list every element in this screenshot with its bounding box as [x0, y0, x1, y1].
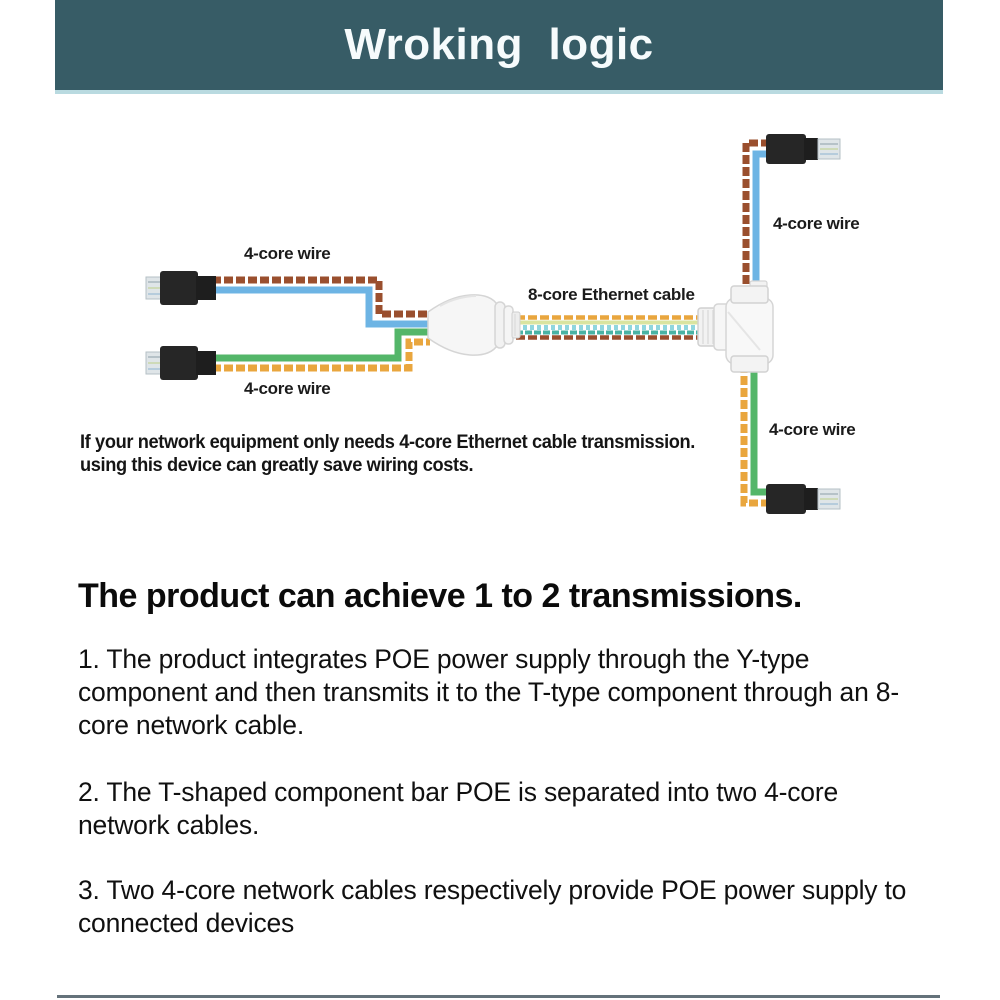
rj45-connector-bottom-right	[766, 484, 841, 514]
y-left-top-wire-pair	[212, 276, 430, 328]
wiring-diagram	[145, 134, 841, 514]
caption-line-2: using this device can greatly save wirin…	[80, 455, 474, 476]
label-8core-cable: 8-core Ethernet cable	[528, 285, 695, 304]
page-title: Wroking logic	[344, 20, 654, 69]
diagram-caption: If your network equipment only needs 4-c…	[80, 431, 790, 477]
paragraph-1: 1. The product integrates POE power supp…	[78, 644, 899, 740]
caption-line-1: If your network equipment only needs 4-c…	[80, 432, 695, 453]
footer-rule	[57, 995, 940, 998]
paragraph-2: 2. The T-shaped component bar POE is sep…	[78, 777, 838, 840]
label-4core-bottom-left: 4-core wire	[244, 379, 331, 398]
t-type-component	[697, 280, 774, 373]
rj45-connector-bottom-left	[145, 346, 216, 380]
eight-core-cable	[516, 315, 702, 340]
paragraph-3: 3. Two 4-core network cables respectivel…	[78, 875, 907, 938]
t-top-wire-pair	[742, 139, 770, 292]
label-4core-bottom-right: 4-core wire	[769, 420, 856, 439]
y-left-bottom-wire-pair	[212, 328, 430, 372]
label-4core-top-right: 4-core wire	[773, 214, 860, 233]
section-heading: The product can achieve 1 to 2 transmiss…	[78, 577, 802, 615]
t-bottom-wire-pair	[740, 364, 770, 507]
label-4core-top-left: 4-core wire	[244, 244, 331, 263]
rj45-connector-top-left	[145, 271, 216, 305]
rj45-connector-top-right	[766, 134, 841, 164]
y-type-component	[427, 294, 521, 356]
header-banner: Wroking logic	[55, 0, 943, 94]
